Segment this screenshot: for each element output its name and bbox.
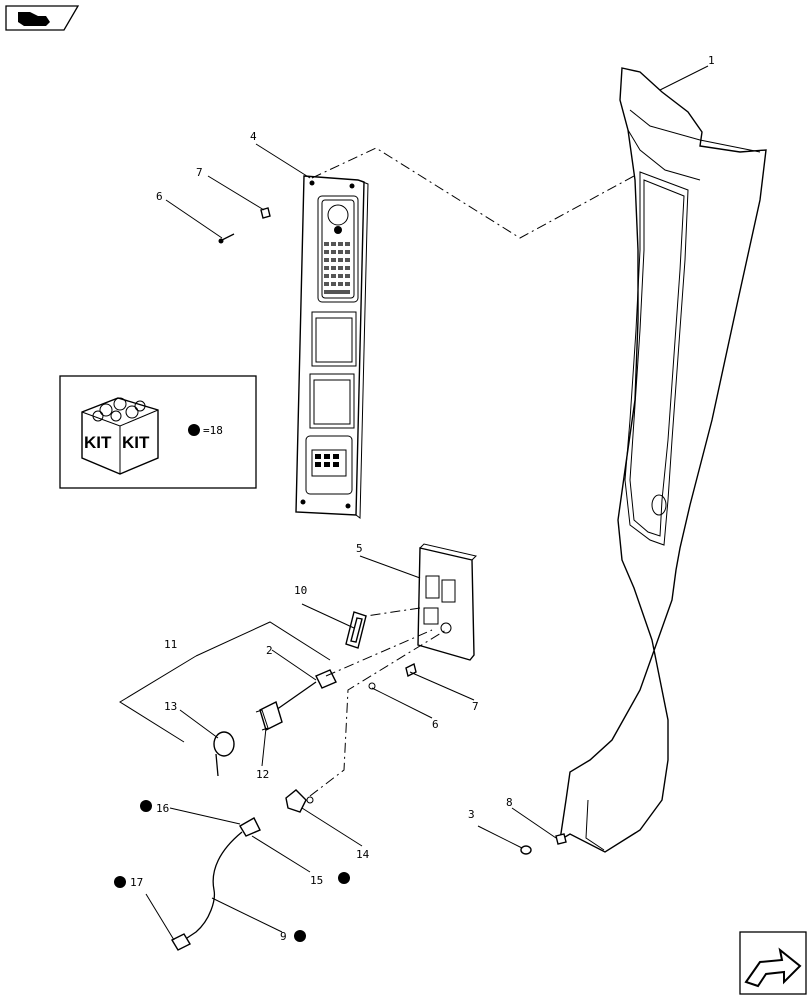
clip-top — [260, 207, 271, 219]
alignment-line-connector — [325, 629, 433, 677]
alignment-line-cluster — [311, 147, 635, 239]
pillar-trim-panel — [559, 67, 767, 853]
alignment-line-gasket — [365, 607, 421, 617]
knob — [285, 789, 314, 813]
rivet — [520, 845, 532, 855]
callout-8: 8 — [506, 796, 513, 809]
screw-top — [218, 233, 235, 244]
callout-13: 13 — [164, 700, 177, 713]
callout-5: 5 — [356, 542, 363, 555]
kit-bullet-icon — [114, 876, 126, 888]
callout-1: 1 — [708, 54, 715, 67]
gasket — [345, 611, 367, 649]
switch-bezel-panel — [417, 543, 477, 661]
callout-15: 15 — [310, 874, 323, 887]
callout-17: 17 — [130, 876, 143, 889]
clip-bottom — [555, 833, 567, 845]
kit-bullet-icon — [294, 930, 306, 942]
callout-3: 3 — [468, 808, 475, 821]
callout-11: 11 — [164, 638, 177, 651]
kit-legend-box: KIT KIT =18 — [59, 375, 257, 489]
next-page-icon[interactable] — [739, 931, 807, 995]
sensor-cable — [171, 817, 261, 951]
callout-6-top: 6 — [156, 190, 163, 203]
callout-4: 4 — [250, 130, 257, 143]
callout-6-lower: 6 — [432, 718, 439, 731]
kit-bullet-icon — [338, 872, 350, 884]
alignment-line-knob — [309, 629, 447, 797]
callout-14: 14 — [356, 848, 370, 861]
back-page-icon[interactable] — [5, 5, 80, 31]
kit-label-right: KIT — [122, 433, 150, 452]
callout-7-top: 7 — [196, 166, 203, 179]
instrument-cluster-panel — [295, 175, 369, 519]
kit-label-left: KIT — [84, 433, 112, 452]
callout-10: 10 — [294, 584, 307, 597]
callout-16: 16 — [156, 802, 169, 815]
kit-bullet-icon — [188, 424, 200, 436]
callout-9: 9 — [280, 930, 287, 943]
callout-2: 2 — [266, 644, 273, 657]
kit-equals-label: =18 — [203, 424, 223, 437]
harness-connector — [255, 669, 337, 731]
kit-box-icon — [81, 397, 159, 475]
callout-7-lower: 7 — [472, 700, 479, 713]
cap-plug — [213, 731, 235, 777]
callout-12: 12 — [256, 768, 269, 781]
screw-lower — [368, 682, 376, 690]
leader-lines — [119, 65, 709, 941]
kit-bullet-icon — [140, 800, 152, 812]
